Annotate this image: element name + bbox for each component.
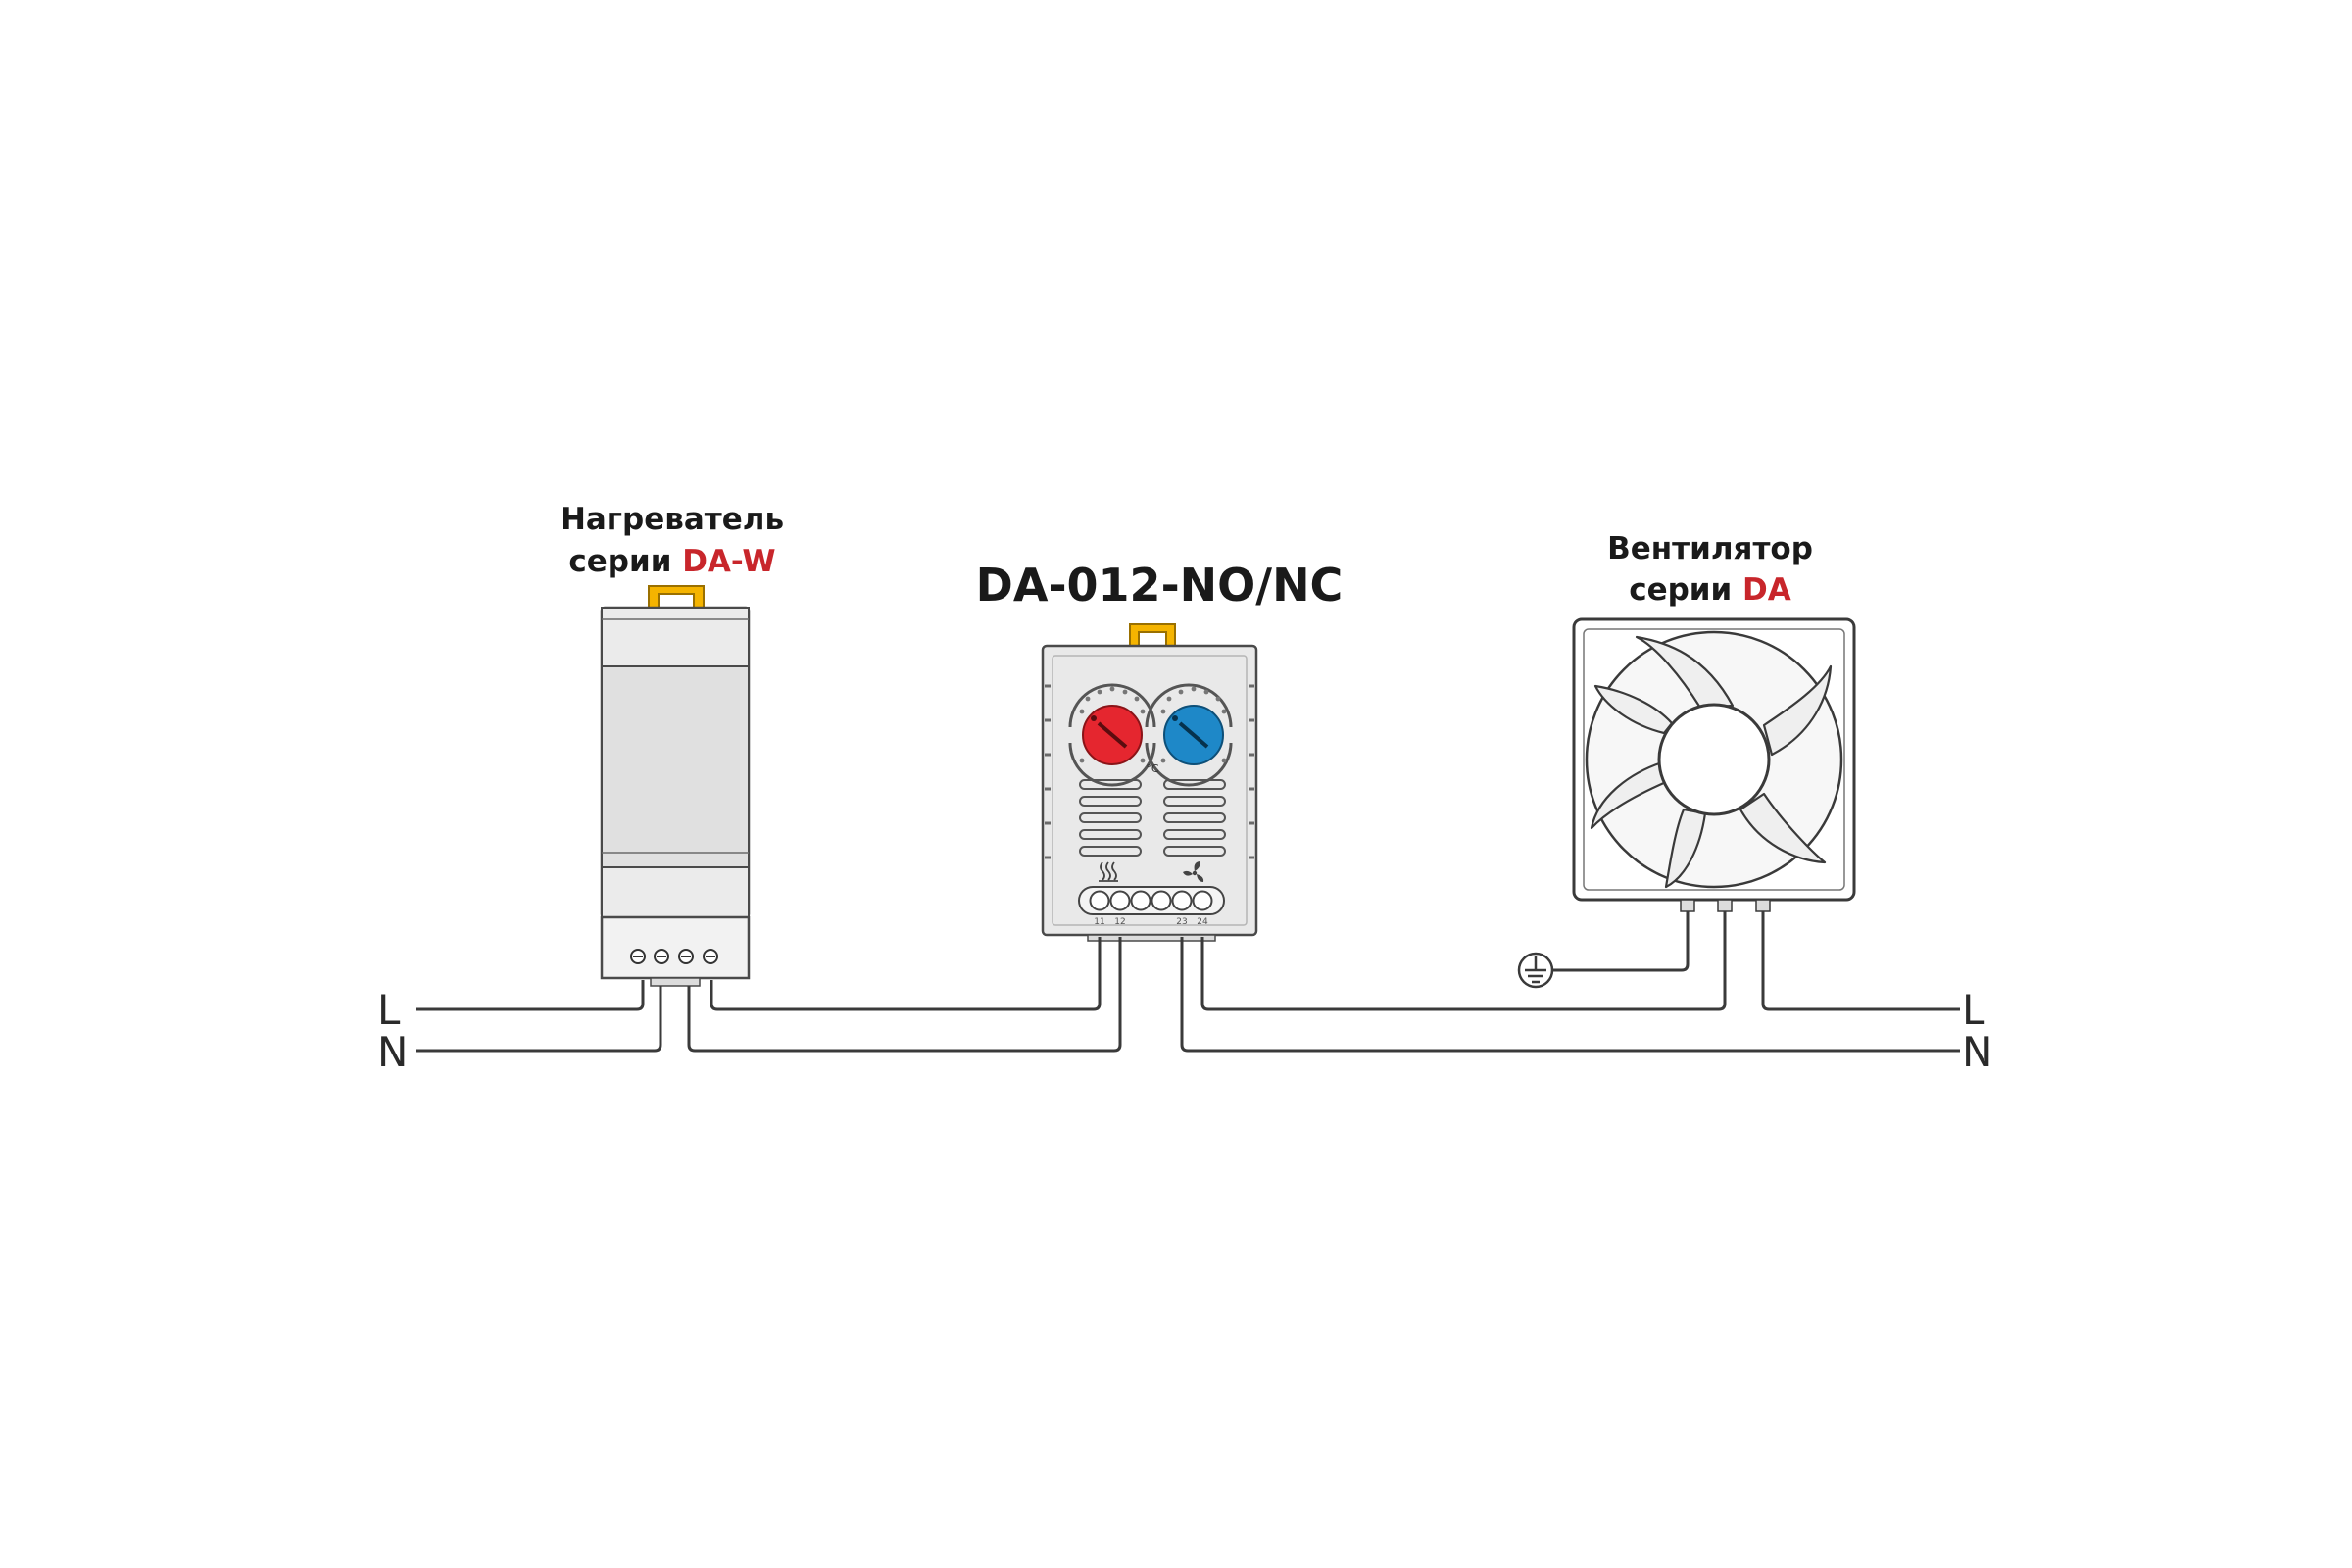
fan-blades: [1590, 635, 1833, 889]
fan-label-prefix: серии: [1629, 572, 1742, 608]
fan-label-line2: серии DA: [1629, 572, 1791, 608]
right-n-label: N: [1962, 1028, 1992, 1076]
thermostat-device: °C: [1041, 623, 1258, 942]
heater-terminal-block: [600, 915, 751, 980]
thermostat-vents-left: [1079, 779, 1142, 857]
left-l-label: L: [377, 986, 401, 1034]
ground-icon: [1517, 952, 1554, 989]
wire-heater-thermostat-11: [710, 937, 1102, 1011]
heater-label-prefix: серии: [568, 544, 682, 579]
terminal-24-label: 24: [1197, 917, 1208, 927]
heater-din-clip: [648, 585, 705, 611]
terminal-12-label: 12: [1114, 917, 1125, 927]
fan-symbol-icon: [1183, 861, 1204, 882]
heater-symbol-icon: [1099, 861, 1118, 882]
wire-l-heater: [416, 980, 645, 1011]
wire-fan-l: [1761, 911, 1960, 1011]
heater-device: [600, 585, 751, 987]
fan-hub: [1657, 703, 1771, 816]
right-l-label: L: [1962, 986, 1985, 1034]
terminal-11-label: 11: [1094, 917, 1104, 927]
wire-thermostat-23-n: [1180, 937, 1960, 1053]
fan-series-accent: DA: [1742, 572, 1791, 608]
wire-fan-ground: [1552, 911, 1690, 972]
left-n-label: N: [377, 1028, 408, 1076]
fan-device: [1572, 617, 1856, 912]
wiring: [416, 911, 1960, 1053]
cool-dial: [1145, 683, 1233, 787]
heater-label-line1: Нагреватель: [561, 502, 784, 537]
terminal-23-label: 23: [1176, 917, 1187, 927]
thermostat-unit-label: °C: [1146, 762, 1159, 775]
wire-thermostat-24-fan: [1200, 911, 1727, 1011]
wire-heater-thermostat-12: [687, 937, 1122, 1053]
thermostat-terminals: [1089, 890, 1213, 911]
fan-label-line1: Вентилятор: [1607, 531, 1813, 566]
diagram-title: DA-012-NO/NC: [976, 559, 1344, 612]
heater-terminals: [630, 949, 718, 964]
heater-top-band: [601, 607, 750, 667]
heater-mid-band: [601, 665, 750, 868]
heater-series-accent: DA-W: [682, 544, 775, 579]
thermostat-vents-right: [1163, 779, 1226, 857]
heater-bottom-band: [601, 866, 750, 918]
thermostat-din-clip: [1129, 623, 1176, 649]
heater-label-line2: серии DA-W: [568, 544, 775, 579]
wire-n-heater: [416, 986, 662, 1053]
